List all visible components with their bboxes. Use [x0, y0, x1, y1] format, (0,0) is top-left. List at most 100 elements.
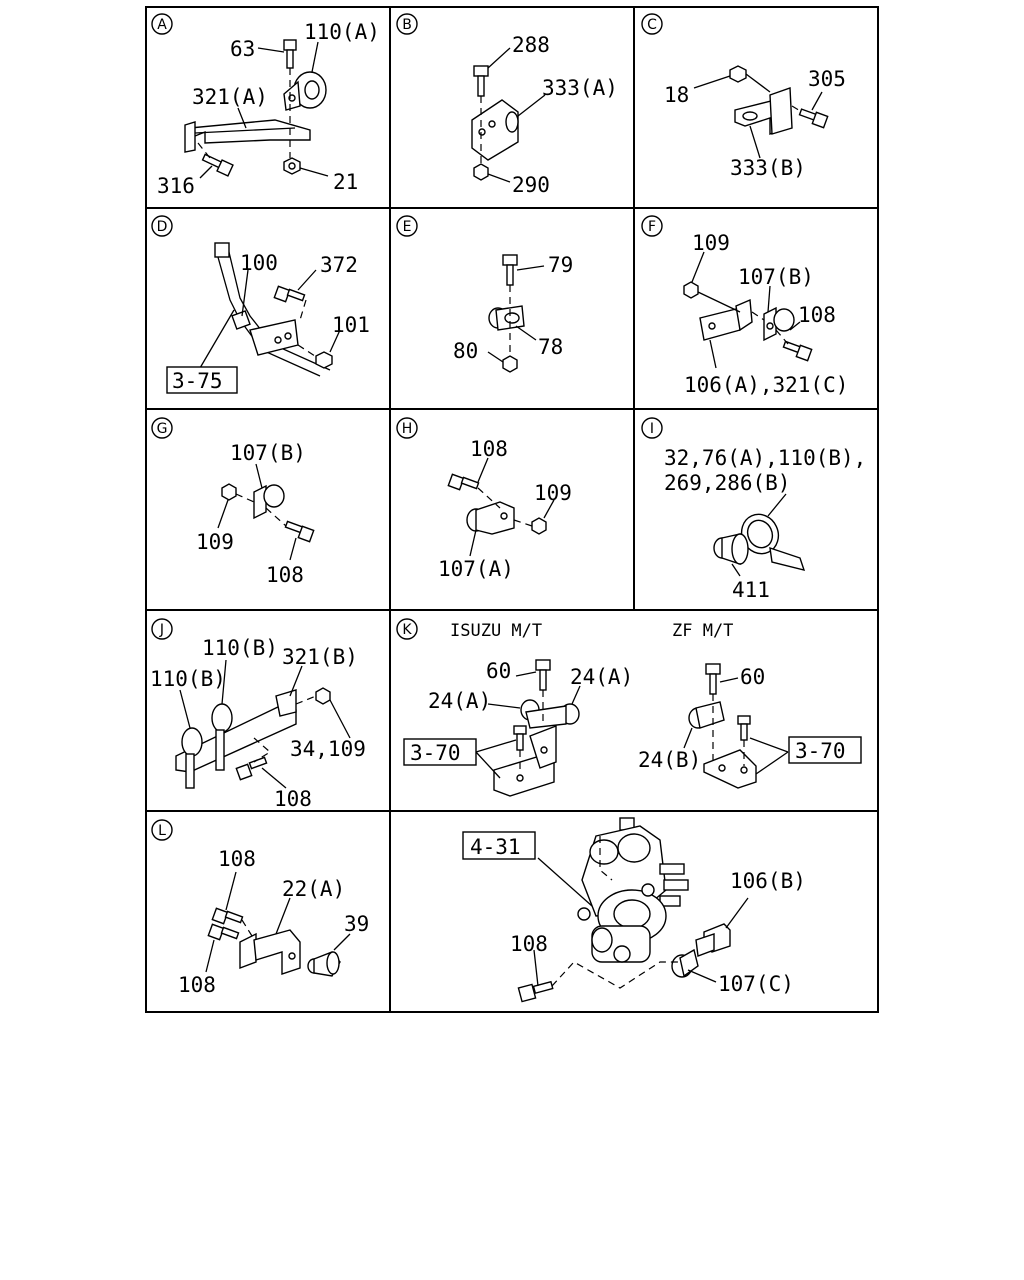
- cell-k-isuzu-leaders: [475, 671, 581, 779]
- label-321a: 321(A): [192, 85, 268, 109]
- clip-107b-drawing: [763, 306, 795, 342]
- sleeve-411-drawing: [713, 533, 749, 565]
- cell-pump-leaders: [533, 857, 749, 989]
- svg-text:A: A: [157, 17, 167, 33]
- label-108-pump: 108: [510, 932, 548, 956]
- label-107a: 107(A): [438, 557, 514, 581]
- cell-e: E 79 78 80: [396, 215, 573, 373]
- bracket-100-drawing: [249, 319, 299, 356]
- svg-text:3-75: 3-75: [172, 369, 223, 393]
- cell-l: L 108 22(A) 39 108: [151, 819, 369, 997]
- bracket-106a-drawing: [699, 298, 753, 341]
- label-79: 79: [548, 253, 573, 277]
- nut-290-drawing: [473, 163, 489, 181]
- zf-bolt-60-drawing: [705, 663, 721, 695]
- label-305: 305: [808, 67, 846, 91]
- label-i-line2: 269,286(B): [664, 471, 790, 495]
- isuzu-bracket-drawing: [493, 724, 557, 797]
- nut-34-drawing: [315, 687, 331, 705]
- bolt-108-lower-drawing: [207, 923, 240, 941]
- ref-4-31: 4-31: [462, 831, 536, 860]
- label-22a: 22(A): [282, 877, 345, 901]
- cell-d-id-marker: D: [151, 215, 173, 237]
- label-34-109: 34,109: [290, 737, 366, 761]
- zf-bracket-drawing: [703, 749, 757, 789]
- label-101: 101: [332, 313, 370, 337]
- bolt-108-g-drawing: [284, 520, 315, 543]
- label-372: 372: [320, 253, 358, 277]
- cell-a-leaders: [197, 41, 329, 179]
- svg-text:B: B: [402, 17, 412, 33]
- cell-g-leaders: [217, 463, 297, 561]
- pump-drawing: [577, 817, 689, 963]
- bolt-316-drawing: [201, 153, 234, 177]
- label-411: 411: [732, 578, 770, 602]
- svg-text:3-70: 3-70: [795, 739, 846, 763]
- label-110b-left: 110(B): [150, 667, 226, 691]
- bolt-79-drawing: [502, 254, 518, 286]
- label-39: 39: [344, 912, 369, 936]
- ref-3-70-zf: 3-70: [788, 736, 862, 764]
- svg-text:4-31: 4-31: [470, 835, 521, 859]
- clip-78-drawing: [488, 305, 525, 331]
- cell-d-leaders: [199, 269, 341, 369]
- bracket-106b-drawing: [695, 923, 731, 957]
- label-106a-321c: 106(A),321(C): [684, 373, 848, 397]
- cell-j: J 110(B) 110(B): [150, 618, 366, 811]
- label-333a: 333(A): [542, 76, 618, 100]
- bolt-372-drawing: [273, 285, 306, 303]
- svg-text:K: K: [402, 622, 412, 638]
- cell-f-leaders: [691, 251, 801, 369]
- label-100: 100: [240, 251, 278, 275]
- label-321b: 321(B): [282, 645, 358, 669]
- zf-bolt-drawing: [737, 715, 751, 741]
- label-63: 63: [230, 37, 255, 61]
- label-107b-g: 107(B): [230, 441, 306, 465]
- bolt-108-pump-drawing: [517, 980, 554, 1003]
- cell-j-leaders: [179, 659, 351, 789]
- label-108-h: 108: [470, 437, 508, 461]
- cell-k: K ISUZU M/T ZF M/T: [396, 618, 862, 797]
- label-108-j: 108: [274, 787, 312, 811]
- cell-e-id-marker: E: [396, 215, 418, 237]
- cell-f: F 109 107(B) 108: [641, 215, 848, 397]
- label-109-g: 109: [196, 530, 234, 554]
- label-290: 290: [512, 173, 550, 197]
- cell-i: I 32,76(A),110(B), 269,286(B) 411: [641, 417, 866, 602]
- label-18: 18: [664, 83, 689, 107]
- cell-d: D 3-75: [151, 215, 370, 394]
- nut-80-drawing: [502, 355, 518, 373]
- cell-g-id-marker: G: [151, 417, 173, 439]
- svg-text:L: L: [158, 823, 166, 839]
- cell-k-id-marker: K: [396, 618, 418, 640]
- cell-h-leaders: [469, 457, 555, 557]
- cell-i-leaders: [731, 493, 787, 577]
- svg-text:H: H: [402, 421, 413, 437]
- bracket-333a-drawing: [471, 99, 519, 161]
- svg-text:3-70: 3-70: [410, 741, 461, 765]
- svg-text:J: J: [159, 622, 164, 638]
- label-108-l-top: 108: [218, 847, 256, 871]
- cell-i-id-marker: I: [641, 417, 663, 439]
- nut-109-drawing: [683, 281, 699, 299]
- cell-b-id-marker: B: [396, 13, 418, 35]
- bracket-22a-drawing: [239, 929, 301, 975]
- label-107c: 107(C): [718, 972, 794, 996]
- svg-text:D: D: [157, 219, 168, 235]
- cell-b: B 288 333(A) 290: [396, 13, 618, 197]
- bolt-305-drawing: [798, 108, 829, 129]
- nut-109-g-drawing: [221, 483, 237, 501]
- title-zf-mt: ZF M/T: [672, 621, 733, 641]
- cell-e-leaders: [487, 265, 545, 363]
- label-24a-right: 24(A): [570, 665, 633, 689]
- nut-109-h-drawing: [531, 517, 547, 535]
- nut-21-drawing: [283, 157, 301, 175]
- bracket-321b-drawing: [175, 689, 297, 773]
- bolt-108-h-drawing: [447, 473, 480, 491]
- nut-101-drawing: [315, 351, 333, 369]
- label-21: 21: [333, 170, 358, 194]
- bracket-321a-drawing: [184, 119, 311, 153]
- label-i-line1: 32,76(A),110(B),: [664, 446, 866, 470]
- cell-g: G 107(B) 109 108: [151, 417, 315, 587]
